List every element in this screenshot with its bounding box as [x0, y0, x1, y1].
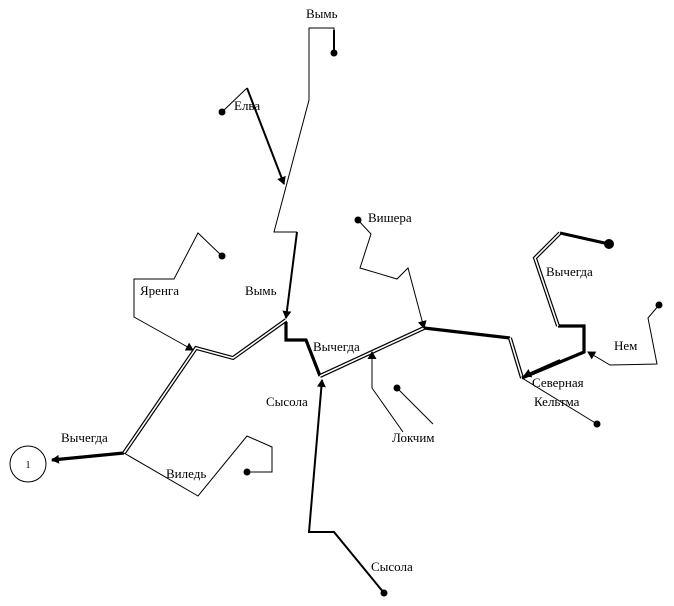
- label-vym-top: Вымь: [306, 6, 338, 21]
- label-nem: Нем: [614, 338, 637, 353]
- label-vishera: Вишера: [368, 210, 412, 225]
- keltma-river: [521, 377, 598, 425]
- label-keltma: Кельтма: [534, 394, 580, 409]
- vychegda-east-trunk-double: [508, 337, 524, 379]
- vychegda-middle-trunk: [284, 322, 322, 377]
- yarenga-source-node: [218, 252, 226, 260]
- label-vym-mid: Вымь: [245, 283, 277, 298]
- vychegda-east-trunk: [423, 326, 511, 340]
- vychegda-lower-trunk: [122, 318, 288, 455]
- keltma-source-node: [593, 420, 601, 428]
- vychegda-source-node: [604, 239, 614, 249]
- elva-river-lower: [246, 87, 286, 185]
- viled-source-node: [243, 468, 251, 476]
- nem-source-node: [655, 301, 663, 309]
- label-lokchim: Локчим: [392, 430, 435, 445]
- label-sysola-mid: Сысола: [266, 394, 308, 409]
- vychegda-headwater-double: [532, 231, 562, 327]
- elva-source-node: [218, 108, 226, 116]
- vishera-source-node: [354, 216, 362, 224]
- label-sysola-bottom: Сысола: [371, 559, 413, 574]
- outlet-label: 1: [26, 460, 31, 471]
- vychegda-outlet-segment: [51, 451, 125, 464]
- lokchim-river: [367, 351, 404, 433]
- sysola-river: [307, 379, 385, 594]
- label-severnaya: Северная: [532, 375, 584, 390]
- vychegda-headwater-top: [559, 231, 610, 246]
- nem-river: [587, 304, 660, 366]
- label-viled: Виледь: [166, 466, 206, 481]
- lokchim-source-node: [393, 384, 401, 392]
- elva-river: [221, 87, 248, 113]
- sysola-source-node: [380, 589, 388, 597]
- viled-river: [123, 435, 273, 497]
- yarenga-river: [133, 232, 223, 351]
- label-yarenga: Яренга: [140, 283, 179, 298]
- vishera-river: [357, 219, 427, 329]
- outlet-node: 1: [9, 445, 47, 483]
- label-vychegda-right: Вычегда: [546, 264, 593, 279]
- vychegda-arrow: [523, 359, 561, 378]
- label-vychegda-center: Вычегда: [313, 339, 360, 354]
- label-vychegda-left: Вычегда: [61, 430, 108, 445]
- vym-river-lower: [282, 231, 298, 319]
- lokchim-source-branch: [396, 387, 434, 425]
- vychegda-headwater-thick: [521, 324, 586, 380]
- label-elva: Елва: [234, 98, 260, 113]
- vym-river-upper: [273, 27, 335, 233]
